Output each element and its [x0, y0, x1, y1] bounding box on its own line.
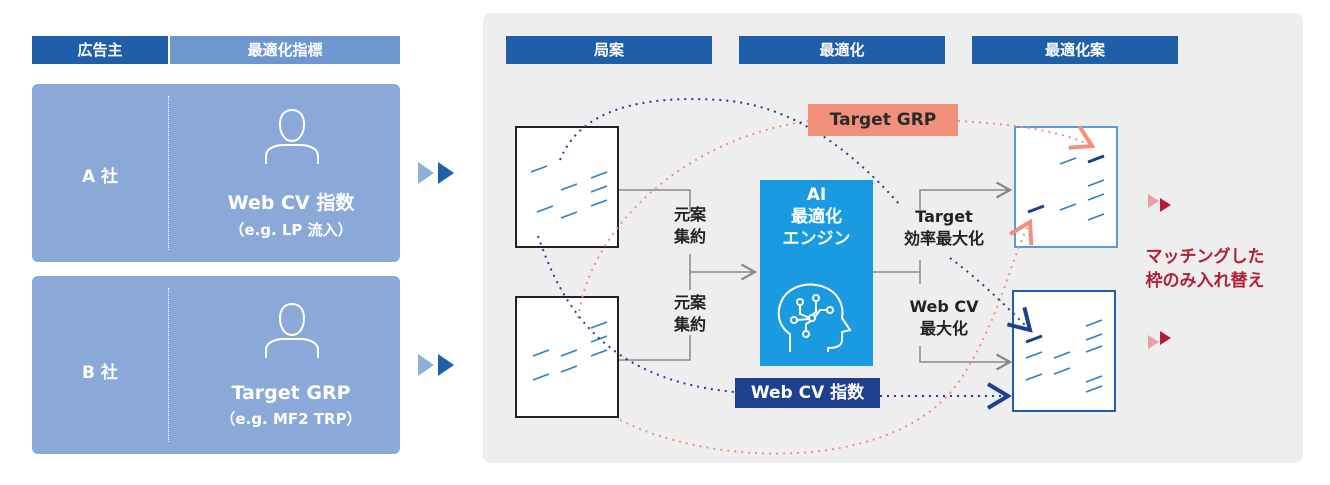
- merge-label-line: 集約: [673, 315, 706, 334]
- merge-label: 元案 集約: [660, 292, 720, 336]
- metric-name: Target GRP: [231, 382, 351, 404]
- person-icon: [265, 302, 319, 358]
- output-label-line: Target: [915, 207, 973, 226]
- merge-label-line: 元案: [673, 205, 706, 224]
- engine-line: エンジン: [782, 229, 851, 249]
- target-grp-pill: Target GRP: [808, 104, 958, 136]
- header-optimize: 最適化: [739, 36, 945, 64]
- advertiser-card-b: B 社 Target GRP （e.g. MF2 TRP）: [32, 276, 400, 454]
- company-name: B 社: [82, 363, 118, 383]
- engine-line: AI: [806, 185, 827, 205]
- ai-head-icon: [777, 283, 852, 352]
- header-station-plan: 局案: [506, 36, 712, 64]
- result-text: マッチングした 枠のみ入れ替え: [1130, 245, 1280, 293]
- webcv-pill: Web CV 指数: [735, 378, 880, 408]
- metric-example: （e.g. MF2 TRP）: [220, 410, 362, 428]
- metric-block: Web CV 指数 （e.g. LP 流入）: [182, 188, 400, 240]
- advertiser-card-a: A 社 Web CV 指数 （e.g. LP 流入）: [32, 84, 400, 262]
- result-line: 枠のみ入れ替え: [1145, 271, 1265, 291]
- divider: [168, 96, 169, 250]
- output-label-line: Web CV: [909, 297, 979, 316]
- result-line: マッチングした: [1145, 247, 1265, 267]
- doc-lines: [1025, 319, 1103, 393]
- merge-label-line: 集約: [673, 227, 706, 246]
- output-label-line: 最大化: [919, 319, 968, 338]
- metric-example: （e.g. LP 流入）: [229, 221, 353, 239]
- engine-line: 最適化: [791, 207, 842, 227]
- header-advertiser: 広告主: [32, 36, 168, 64]
- header-metric: 最適化指標: [170, 36, 400, 64]
- metric-block: Target GRP （e.g. MF2 TRP）: [182, 382, 400, 429]
- doc-lines: [1027, 154, 1105, 221]
- header-optimized-plan: 最適化案: [972, 36, 1178, 64]
- station-plan-doc-b: [515, 296, 619, 418]
- merge-label-line: 元案: [673, 293, 706, 312]
- output-label-line: 効率最大化: [903, 229, 984, 248]
- divider: [168, 288, 169, 442]
- doc-lines: [530, 165, 608, 219]
- doc-lines: [532, 321, 608, 381]
- metric-name: Web CV 指数: [227, 192, 355, 214]
- person-icon: [265, 108, 319, 164]
- ai-engine-box: AI 最適化 エンジン: [760, 180, 873, 366]
- merge-label: 元案 集約: [660, 204, 720, 248]
- target-output-label: Target 効率最大化: [884, 206, 1004, 250]
- company-name: A 社: [81, 167, 119, 187]
- webcv-output-label: Web CV 最大化: [884, 296, 1004, 340]
- process-panel: [483, 13, 1303, 463]
